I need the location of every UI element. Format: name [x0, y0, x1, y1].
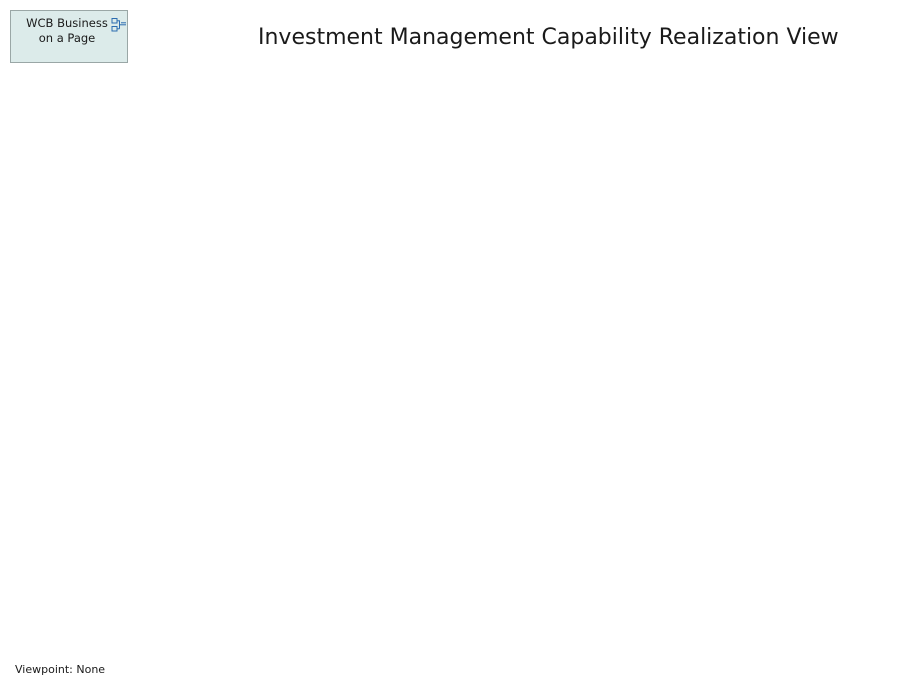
diagram-title: Investment Management Capability Realiza…	[258, 25, 839, 50]
diagram-reference-label-line-1: WCB Business	[26, 16, 108, 30]
diagram-reference-wcb-business-on-a-page[interactable]: WCB Business on a Page	[10, 10, 128, 63]
diagram-model-reference-icon	[111, 17, 127, 33]
diagram-reference-label: WCB Business on a Page	[11, 16, 129, 46]
viewpoint-label: Viewpoint: None	[15, 663, 106, 676]
diagram-reference-label-line-2: on a Page	[38, 31, 96, 45]
